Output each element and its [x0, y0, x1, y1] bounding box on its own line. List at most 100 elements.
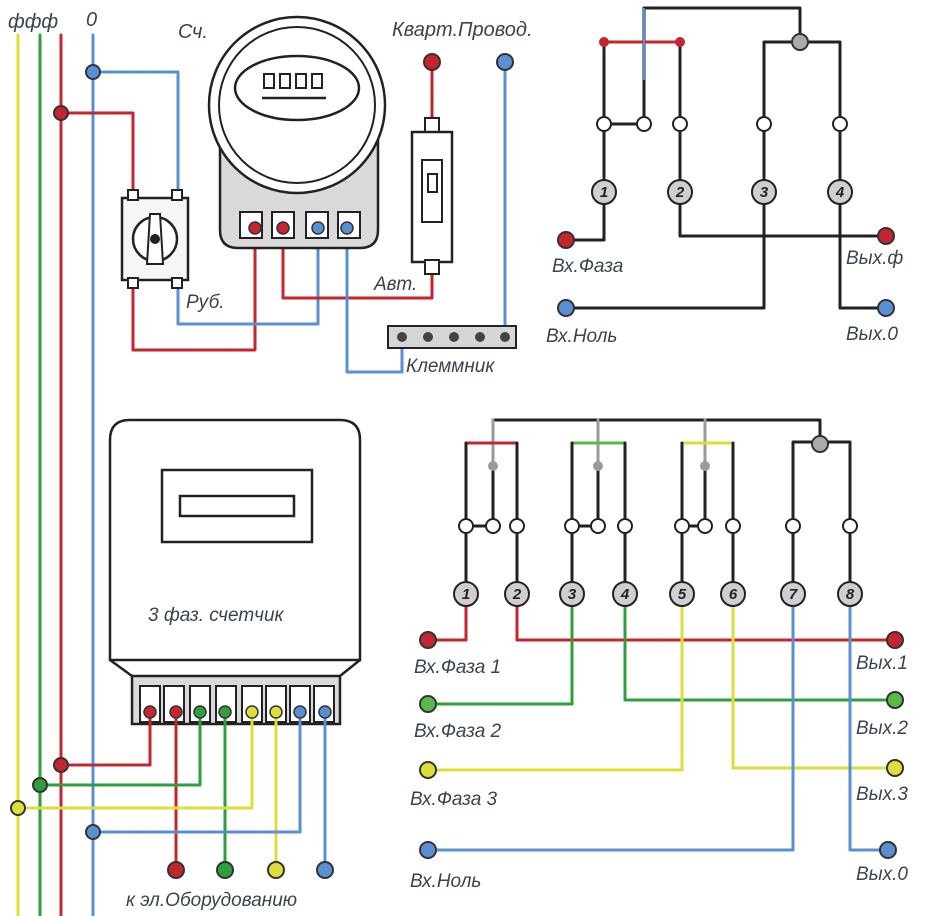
tp-contacts: [458, 518, 858, 534]
tp-terminal-3: 3: [559, 581, 585, 607]
circuit-breaker: [410, 117, 454, 275]
m3-term-4: [218, 705, 232, 719]
sp-bridge-right-dot: [675, 37, 685, 47]
svg-text:4: 4: [835, 184, 845, 201]
svg-text:2: 2: [512, 586, 522, 603]
equipment-label: к эл.Оборудованию: [126, 890, 297, 911]
bus-dot-blue: [85, 824, 101, 840]
sp-in-phase-label: Вх.Фаза: [552, 256, 623, 277]
breaker-label: Авт.: [373, 274, 417, 295]
three-phase-meter-wires: [16, 710, 327, 872]
three-phase-meter: [108, 418, 362, 726]
sp-bridge-left-dot: [599, 37, 609, 47]
tp-bridge-3-dot: [700, 461, 710, 471]
m3-term-8: [318, 705, 332, 719]
bus-lines: [16, 33, 95, 916]
sp-in-zero-label: Вх.Ноль: [546, 326, 617, 347]
meter-term-1: [248, 221, 262, 235]
equip-dot-yellow: [267, 861, 285, 879]
tp-terminal-7: 7: [780, 581, 806, 607]
single-phase-scheme: [564, 6, 888, 310]
svg-text:3: 3: [760, 184, 769, 201]
svg-text:7: 7: [789, 586, 798, 603]
tp-out3-label: Вых.3: [856, 784, 908, 805]
tp-in-phase3-dot: [419, 761, 437, 779]
sp-terminal-1: 1: [591, 179, 617, 205]
meter-label: Сч.: [178, 21, 208, 43]
bus-dot-red: [53, 757, 69, 773]
m3-term-1: [143, 705, 157, 719]
tp-terminal-6: 6: [720, 581, 746, 607]
bus-dot-green: [32, 777, 48, 793]
tp-bridge-1-dot: [488, 461, 498, 471]
tp-out1-label: Вых.1: [856, 653, 908, 674]
m3-term-6: [269, 705, 283, 719]
sp-out-phase-dot: [877, 227, 895, 245]
tp-bridge-2-dot: [593, 461, 603, 471]
svg-text:4: 4: [620, 586, 630, 603]
sp-zero-node: [791, 33, 809, 51]
tp-in-phase2-dot: [419, 695, 437, 713]
svg-text:3: 3: [568, 586, 577, 603]
tp-terminal-5: 5: [669, 581, 695, 607]
tp-in-phase1-label: Вх.Фаза 1: [414, 657, 501, 678]
tp-in-phase2-label: Вх.Фаза 2: [414, 721, 502, 742]
m3-term-2: [169, 705, 183, 719]
sp-terminal-4: 4: [827, 179, 853, 205]
bus-dot-yellow: [10, 800, 26, 816]
sp-terminal-3: 3: [751, 179, 777, 205]
equip-dot-blue: [316, 861, 334, 879]
svg-text:1: 1: [600, 184, 608, 201]
apartment-phase-dot: [423, 53, 441, 71]
svg-text:2: 2: [675, 184, 685, 201]
meter-term-4: [340, 221, 354, 235]
tp-in-zero-dot: [419, 841, 437, 859]
tp-in-phase3-label: Вх.Фаза 3: [410, 789, 498, 810]
sp-in-zero-dot: [557, 299, 575, 317]
tp-out0-dot: [879, 841, 897, 859]
rotary-switch: [120, 189, 190, 289]
zero-label: 0: [86, 9, 97, 31]
apartment-zero-dot: [496, 53, 514, 71]
sp-out-phase-label: Вых.ф: [846, 248, 903, 269]
tp-terminal-8: 8: [837, 581, 863, 607]
sp-out-zero-label: Вых.0: [846, 324, 898, 345]
tp-out0-label: Вых.0: [856, 864, 908, 885]
m3-term-7: [293, 705, 307, 719]
switch-label: Руб.: [186, 292, 225, 313]
m3-term-5: [245, 705, 259, 719]
apartment-wiring-label: Кварт.Провод.: [392, 19, 533, 41]
three-phase-scheme: [426, 418, 897, 852]
tp-out3-dot: [886, 759, 904, 777]
single-phase-meter: [207, 15, 387, 250]
terminal-label: Клеммник: [406, 356, 495, 377]
switch-wires: [59, 60, 507, 374]
tp-terminal-2: 2: [504, 581, 530, 607]
meter-term-3: [311, 221, 325, 235]
meter-term-2: [276, 221, 290, 235]
phase-tap-dot: [53, 105, 69, 121]
m3-term-3: [193, 705, 207, 719]
tp-out2-label: Вых.2: [856, 718, 908, 739]
equip-dot-red: [167, 861, 185, 879]
sp-terminal-2: 2: [667, 179, 693, 205]
svg-text:8: 8: [846, 586, 855, 603]
zero-tap-dot: [85, 64, 101, 80]
tp-terminal-4: 4: [612, 581, 638, 607]
three-phase-meter-label: 3 фаз. счетчик: [148, 605, 285, 626]
sp-in-phase-dot: [557, 231, 575, 249]
tp-out2-dot: [886, 691, 904, 709]
tp-in-zero-label: Вх.Ноль: [410, 871, 481, 892]
equip-dot-green: [216, 861, 234, 879]
phases-label: ффф: [8, 11, 58, 33]
tp-in-phase1-dot: [419, 631, 437, 649]
sp-out-zero-dot: [877, 299, 895, 317]
tp-terminal-1: 1: [453, 581, 479, 607]
tp-out1-dot: [886, 631, 904, 649]
sp-contacts: [596, 116, 848, 132]
terminal-block: [387, 325, 517, 349]
svg-text:1: 1: [462, 586, 470, 603]
tp-zero-node: [811, 435, 829, 453]
svg-text:6: 6: [729, 586, 738, 603]
